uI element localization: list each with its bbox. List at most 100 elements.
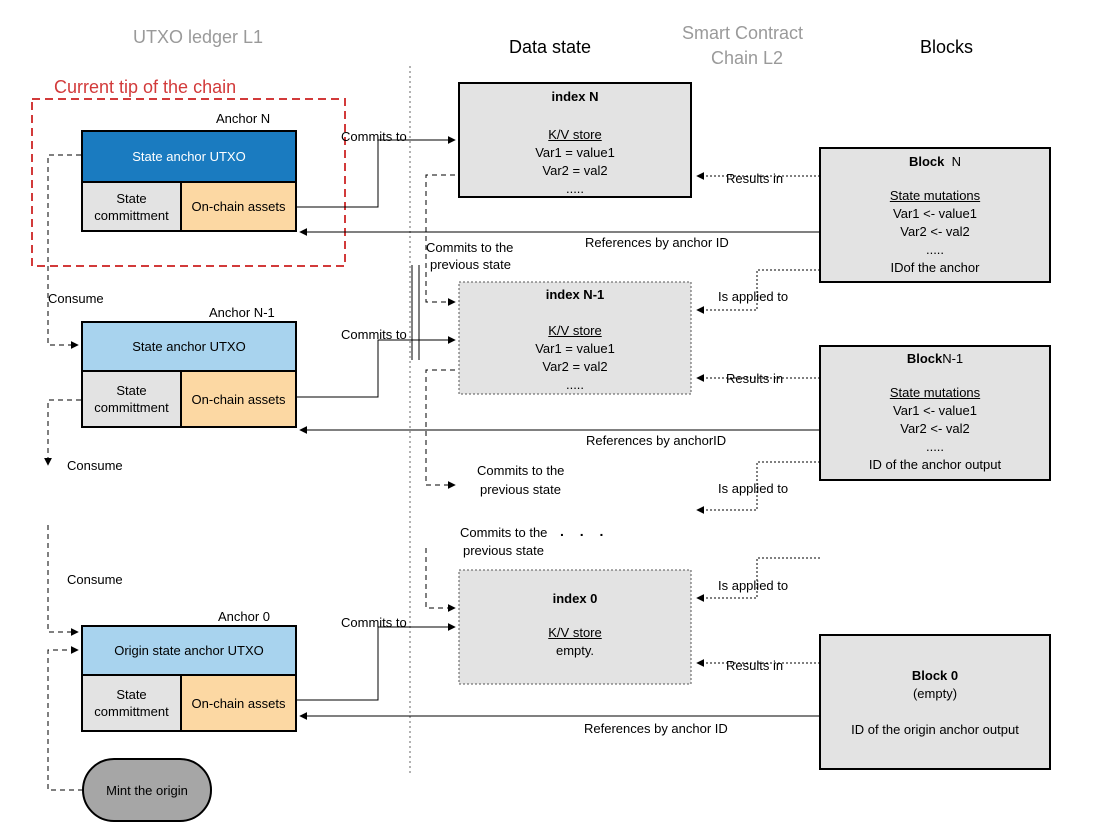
commits-to-arrow-n <box>296 136 456 208</box>
block-n1-line-1: Var1 <- value1 <box>893 403 977 418</box>
anchor-n-commitment: State committment <box>83 183 182 230</box>
prev-state-label-1a: Commits to the <box>426 240 514 255</box>
anchor-0-title: Anchor 0 <box>218 609 271 624</box>
state-n1-line-3: ..... <box>565 377 585 392</box>
block-n1-line-2: Var2 <- val2 <box>900 421 970 436</box>
state-n-line-2: Var2 = val2 <box>542 163 608 178</box>
block-n-content: Block N State mutations Var1 <- value1 V… <box>820 153 1050 277</box>
consume-line-2 <box>44 399 81 466</box>
commits-to-arrow-n1 <box>296 336 456 398</box>
reference-label-2: References by anchorID <box>586 433 727 448</box>
consume-line-3 <box>47 525 79 636</box>
commits-to-label-2: Commits to <box>341 327 407 342</box>
mint-origin-pill <box>82 758 212 822</box>
state-n-line-1: Var1 = value1 <box>535 145 615 160</box>
consume-line-1 <box>47 154 81 349</box>
state-box-n <box>458 82 692 198</box>
block-n1-mutations: State mutations <box>889 385 981 400</box>
block-n-title-suffix: N <box>944 154 962 169</box>
block-n1-title-suffix: N-1 <box>942 351 964 366</box>
block-n-line-4: IDof the anchor <box>890 260 980 275</box>
prev-state-arrow-2 <box>425 369 456 489</box>
applied-label-2: Is applied to <box>718 481 789 496</box>
block-box-n1 <box>819 345 1051 481</box>
state-n1-line-1: Var1 = value1 <box>535 341 615 356</box>
anchor-n1-utxo: State anchor UTXO <box>83 323 295 372</box>
tip-label: Current tip of the chain <box>54 77 237 97</box>
state-n-content: index N K/V store Var1 = value1 Var2 = v… <box>459 88 691 198</box>
prev-state-arrow-1 <box>425 174 456 306</box>
state-n-line-3: ..... <box>565 181 585 196</box>
reference-label-3: References by anchor ID <box>584 721 728 736</box>
prev-state-label-2b: previous state <box>480 482 561 497</box>
consume-label-3: Consume <box>67 572 123 587</box>
utxo-ledger-header: UTXO ledger L1 <box>133 27 264 47</box>
state-n-kv: K/V store <box>548 127 602 142</box>
smart-contract-header-line1: Smart Contract <box>682 23 804 43</box>
prev-state-arrow-3 <box>425 548 456 612</box>
anchor-n-assets: On-chain assets <box>182 183 295 230</box>
anchor-n-card: State anchor UTXO State committment On-c… <box>81 130 297 232</box>
anchor-n1-card: State anchor UTXO State committment On-c… <box>81 321 297 428</box>
anchor-0-card: Origin state anchor UTXO State committme… <box>81 625 297 732</box>
state-0-kv: K/V store <box>548 625 602 640</box>
results-in-label-2: Results in <box>726 371 784 386</box>
anchor-0-utxo: Origin state anchor UTXO <box>83 627 295 676</box>
state-0-line-1: empty. <box>555 643 595 658</box>
reference-label-1: References by anchor ID <box>585 235 729 250</box>
consume-label-2: Consume <box>67 458 123 473</box>
prev-state-label-3a: Commits to the <box>460 525 548 540</box>
applied-arrow-n <box>696 269 820 314</box>
state-box-0 <box>458 569 692 685</box>
block-n1-line-4: ID of the anchor output <box>868 457 1002 472</box>
block-n-mutations: State mutations <box>889 188 981 203</box>
anchor-0-assets: On-chain assets <box>182 676 295 730</box>
results-in-label-3: Results in <box>726 658 784 673</box>
block-n1-content: BlockN-1 State mutations Var1 <- value1 … <box>820 350 1050 474</box>
anchor-n-utxo: State anchor UTXO <box>83 132 295 183</box>
smart-contract-header-line2: Chain L2 <box>711 48 784 68</box>
mint-line <box>47 646 83 791</box>
applied-label-1: Is applied to <box>718 289 789 304</box>
block-0-line-1: ID of the origin anchor output <box>851 722 1019 737</box>
block-box-n <box>819 147 1051 283</box>
state-n-title: index N <box>551 89 599 104</box>
anchor-n1-assets: On-chain assets <box>182 372 295 426</box>
consume-label-1: Consume <box>48 291 104 306</box>
commits-to-arrow-0 <box>296 623 456 701</box>
data-state-header: Data state <box>509 37 592 57</box>
applied-label-3: Is applied to <box>718 578 789 593</box>
state-n1-kv: K/V store <box>548 323 602 338</box>
prev-state-label-3b: previous state <box>463 543 544 558</box>
block-n1-line-3: ..... <box>925 439 945 454</box>
applied-arrow-n1 <box>696 461 820 514</box>
commits-to-label-3: Commits to <box>341 615 407 630</box>
anchor-n1-commitment: State committment <box>83 372 182 426</box>
anchor-n-title: Anchor N <box>216 111 271 126</box>
block-n-line-1: Var1 <- value1 <box>893 206 977 221</box>
current-tip-frame <box>31 98 346 267</box>
block-box-0 <box>819 634 1051 770</box>
block-n-line-3: ..... <box>925 242 945 257</box>
block-n-title: Block <box>908 154 945 169</box>
anchor-0-commitment: State committment <box>83 676 182 730</box>
state-box-n1 <box>458 281 692 395</box>
block-0-content: Block 0 (empty) ID of the origin anchor … <box>820 667 1050 739</box>
block-0-title: Block 0 <box>911 668 959 683</box>
block-n1-title: Block <box>906 351 943 366</box>
prev-state-label-1b: previous state <box>430 257 511 272</box>
state-0-title: index 0 <box>552 591 598 606</box>
state-n1-content: index N-1 K/V store Var1 = value1 Var2 =… <box>459 286 691 394</box>
state-n1-title: index N-1 <box>545 287 605 302</box>
ellipsis: . . . <box>560 523 610 539</box>
applied-arrow-0 <box>696 557 820 602</box>
block-n-line-2: Var2 <- val2 <box>900 224 970 239</box>
state-0-content: index 0 K/V store empty. <box>459 590 691 660</box>
block-0-subtitle: (empty) <box>912 686 958 701</box>
prev-state-label-2a: Commits to the <box>477 463 565 478</box>
anchor-n1-title: Anchor N-1 <box>209 305 275 320</box>
results-in-label-1: Results in <box>726 171 784 186</box>
blocks-header: Blocks <box>920 37 974 57</box>
commits-to-label-1: Commits to <box>341 129 407 144</box>
